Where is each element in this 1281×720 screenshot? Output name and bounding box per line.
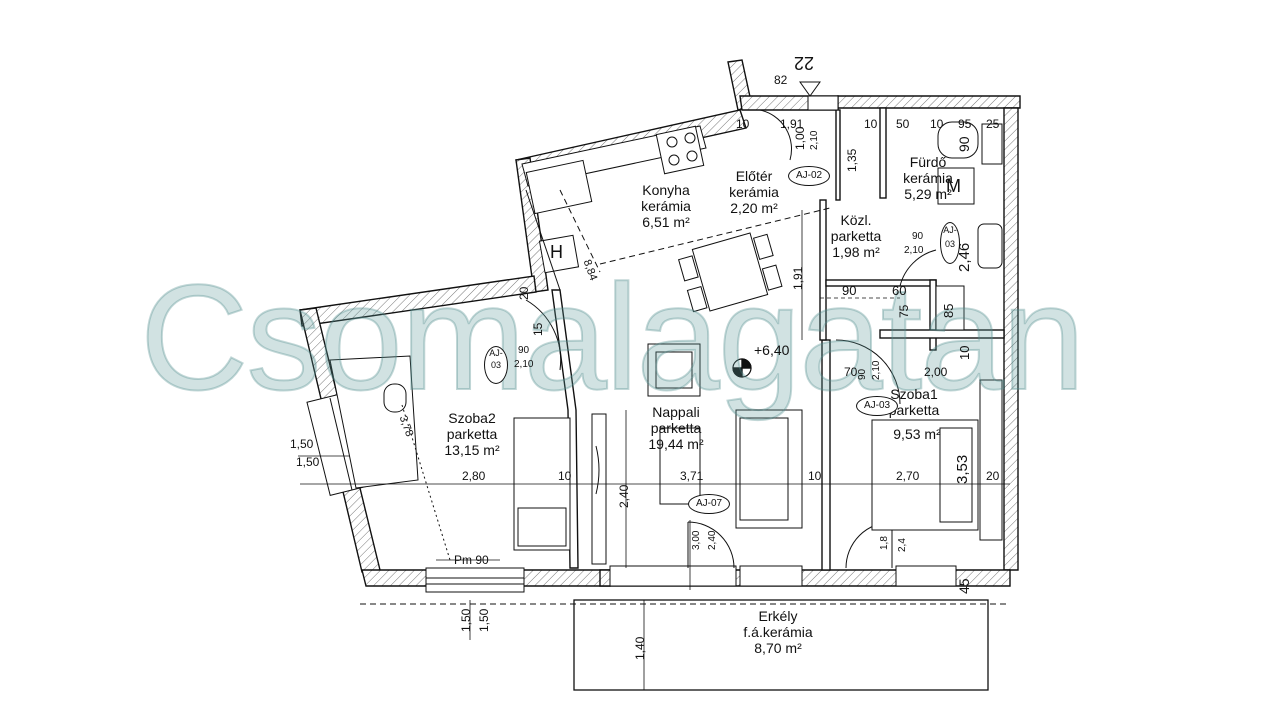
dim-label: 90 bbox=[956, 136, 972, 152]
dim-label: 75 bbox=[897, 304, 911, 318]
szoba1-furniture bbox=[871, 379, 1003, 541]
living-furniture bbox=[591, 343, 803, 565]
balcony bbox=[360, 599, 1010, 691]
dim-label: 15 bbox=[531, 322, 545, 336]
dim-label: 10 bbox=[736, 117, 750, 131]
dim-label: 70 bbox=[844, 365, 858, 379]
dim-label: 3,53 bbox=[954, 454, 971, 484]
dim-label: 2,10 bbox=[809, 130, 820, 150]
dim-label: 1,91 bbox=[780, 117, 804, 131]
dim-label: 20 bbox=[986, 469, 1000, 483]
room-area-szoba1: 9,53 m² bbox=[893, 426, 941, 442]
dim-label: 10 bbox=[957, 345, 972, 360]
dim-label: 90 bbox=[912, 231, 924, 242]
dim-label: 90 bbox=[857, 368, 868, 380]
kitchen-fixtures bbox=[521, 125, 831, 291]
dim-label: 1,35 bbox=[845, 148, 859, 172]
dim-label: 3,71 bbox=[680, 469, 704, 483]
dim-label: 10 bbox=[808, 469, 822, 483]
door-tag-aj03-szoba1: AJ-03 bbox=[856, 396, 898, 416]
dim-label: 10 bbox=[930, 117, 944, 131]
dim-label: 20 bbox=[517, 286, 531, 300]
dim-label: 2,46 bbox=[956, 242, 973, 272]
interior-walls bbox=[551, 107, 1005, 571]
dim-label: 1,8 bbox=[879, 536, 890, 550]
dim-label: 10 bbox=[864, 117, 878, 131]
dim-label: 2,70 bbox=[896, 469, 920, 483]
dim-label: 2,40 bbox=[617, 484, 631, 508]
dim-label: 90 bbox=[518, 345, 530, 356]
bathroom-fixtures bbox=[935, 121, 1003, 331]
level-label: +6,40 bbox=[754, 342, 790, 358]
dim-label: 95 bbox=[958, 117, 972, 131]
dim-label: 10 bbox=[558, 469, 572, 483]
dim-label: 2,80 bbox=[462, 469, 486, 483]
fridge-label: H bbox=[550, 242, 563, 262]
dining-table-icon bbox=[677, 232, 783, 313]
dim-label: 82 bbox=[774, 73, 788, 87]
dim-label: 1,40 bbox=[633, 636, 647, 660]
level-marker-icon bbox=[732, 358, 752, 378]
dimension-lines bbox=[298, 210, 1010, 690]
dim-label: 3,00 bbox=[691, 530, 702, 550]
dim-label: 22 bbox=[794, 53, 815, 73]
dim-label: 2,10 bbox=[514, 359, 534, 370]
washer-label: M bbox=[946, 176, 961, 196]
dim-label: 85 bbox=[941, 303, 956, 318]
dim-label: 45 bbox=[956, 578, 972, 594]
entrance-arrow-icon bbox=[799, 81, 821, 97]
dim-label: 60 bbox=[892, 283, 907, 298]
dim-label: 25 bbox=[986, 117, 1000, 131]
dim-label: 1,50 bbox=[459, 608, 473, 632]
dim-label: 2,10 bbox=[871, 360, 882, 380]
dim-label: 1,91 bbox=[791, 266, 805, 290]
dim-label: 1,50 bbox=[290, 437, 314, 451]
dim-label: 2,00 bbox=[924, 365, 948, 379]
doors bbox=[525, 109, 937, 569]
door-tag-aj02: AJ-02 bbox=[788, 166, 830, 186]
dim-label: 50 bbox=[896, 117, 910, 131]
dim-label: 2,10 bbox=[904, 245, 924, 256]
dim-label: 1,50 bbox=[477, 608, 491, 632]
dim-label: 90 bbox=[842, 283, 857, 298]
dim-label: 1,00 bbox=[793, 126, 807, 150]
dim-label: 2,40 bbox=[707, 530, 718, 550]
dim-label: 2,4 bbox=[897, 538, 908, 552]
door-tag-aj07: AJ-07 bbox=[688, 494, 730, 514]
door-tag-aj03-szoba2: AJ-03 bbox=[484, 346, 508, 384]
dim-label: Pm 90 bbox=[454, 553, 489, 567]
door-tag-aj03-kozl: AJ-03 bbox=[940, 222, 960, 264]
stove-icon bbox=[655, 125, 705, 175]
dim-label: 1,50 bbox=[296, 455, 320, 469]
